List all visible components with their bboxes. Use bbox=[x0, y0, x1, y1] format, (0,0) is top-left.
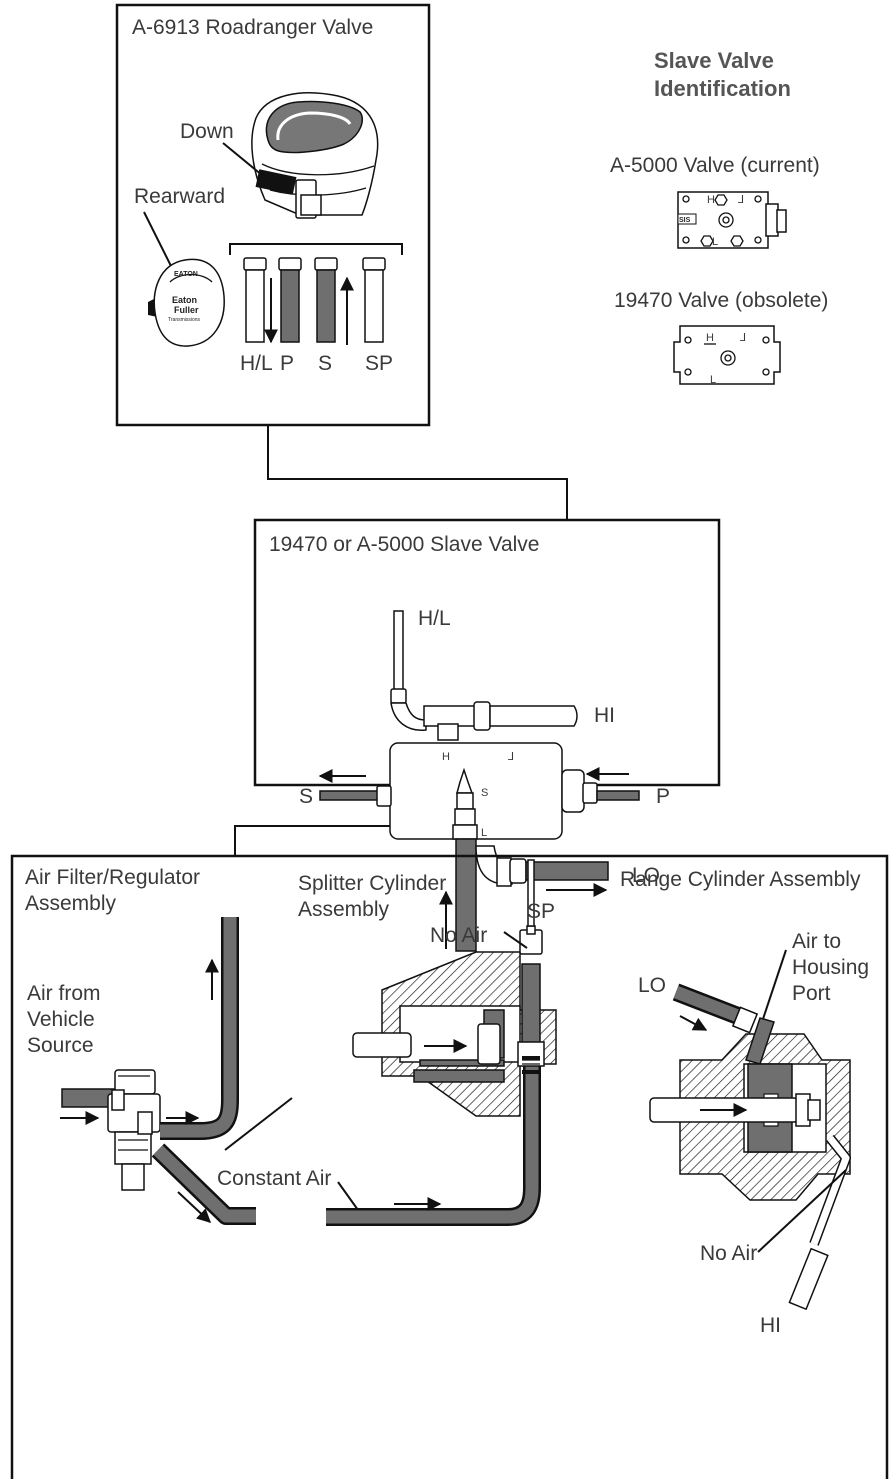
svg-text:SIS: SIS bbox=[679, 217, 691, 224]
a5000-label: A-5000 Valve (current) bbox=[610, 154, 820, 177]
p-line bbox=[597, 791, 639, 800]
air-to-line3: Port bbox=[792, 982, 831, 1005]
constant-air-label: Constant Air bbox=[217, 1167, 331, 1190]
hi-line bbox=[490, 706, 577, 726]
s-line bbox=[320, 791, 378, 800]
slave-valve-identification: Slave Valve Identification A-5000 Valve … bbox=[610, 48, 828, 386]
air-from-line3: Source bbox=[27, 1034, 94, 1057]
range-cylinder-title: Range Cylinder Assembly bbox=[620, 868, 861, 891]
lo-range-label: LO bbox=[638, 974, 666, 997]
hi-label: HI bbox=[594, 704, 615, 727]
port-label-hl: H/L bbox=[240, 352, 273, 375]
svg-text:H: H bbox=[707, 194, 715, 206]
lo-line bbox=[526, 862, 608, 880]
down-label: Down bbox=[180, 120, 234, 143]
sp-label: SP bbox=[527, 900, 555, 923]
hl-line bbox=[394, 611, 403, 691]
svg-text:Transmissions: Transmissions bbox=[168, 317, 201, 323]
svg-text:⅃: ⅃ bbox=[738, 194, 744, 206]
port-label-p: P bbox=[280, 352, 294, 375]
identification-heading-line1: Slave Valve bbox=[654, 48, 774, 73]
filter-outlet-pipe bbox=[160, 917, 230, 1131]
hl-label: H/L bbox=[418, 607, 451, 630]
svg-text:H: H bbox=[706, 332, 714, 344]
air-from-line1: Air from bbox=[27, 982, 101, 1005]
air-to-line2: Housing bbox=[792, 956, 869, 979]
splitter-title-line1: Splitter Cylinder bbox=[298, 872, 446, 895]
air-filter-title-line2: Assembly bbox=[25, 892, 117, 915]
rearward-label: Rearward bbox=[134, 185, 225, 208]
port-label-sp: SP bbox=[365, 352, 393, 375]
svg-text:⅃: ⅃ bbox=[740, 332, 746, 344]
19470-valve-icon: H L ⅃ bbox=[674, 326, 780, 386]
hi-range-label: HI bbox=[760, 1314, 781, 1337]
splitter-title-line2: Assembly bbox=[298, 898, 390, 921]
port-label-s: S bbox=[318, 352, 332, 375]
p-label: P bbox=[656, 785, 670, 808]
svg-text:L: L bbox=[712, 236, 718, 248]
identification-heading-line2: Identification bbox=[654, 76, 791, 101]
range-cylinder-icon bbox=[650, 1018, 850, 1309]
air-to-line1: Air to bbox=[792, 930, 841, 953]
port-h-label: H bbox=[442, 751, 450, 763]
shift-knob-icon bbox=[252, 93, 378, 218]
air-from-line2: Vehicle bbox=[27, 1008, 95, 1031]
no-air-splitter-label: No Air bbox=[430, 924, 487, 947]
roadranger-title: A-6913 Roadranger Valve bbox=[132, 16, 373, 39]
port-l-label: L bbox=[481, 827, 487, 839]
no-air-range-label: No Air bbox=[700, 1242, 757, 1265]
slave-valve-title: 19470 or A-5000 Slave Valve bbox=[269, 533, 539, 556]
port-s-label: S bbox=[481, 787, 488, 799]
port-tubes bbox=[244, 258, 385, 345]
port-bracket bbox=[230, 244, 402, 255]
rearward-leader bbox=[144, 212, 172, 268]
svg-text:EATON: EATON bbox=[174, 271, 198, 278]
svg-text:L: L bbox=[710, 374, 716, 386]
roadranger-valve-panel: A-6913 Roadranger Valve Down Rearward EA… bbox=[117, 5, 429, 425]
svg-text:Eaton: Eaton bbox=[172, 295, 197, 305]
eaton-fuller-knob-icon: EATON Eaton Fuller Transmissions bbox=[148, 259, 224, 346]
tee-fitting bbox=[424, 706, 476, 726]
air-filter-title-line1: Air Filter/Regulator bbox=[25, 866, 200, 889]
svg-text:Fuller: Fuller bbox=[174, 305, 199, 315]
svg-text:⅃: ⅃ bbox=[508, 751, 514, 763]
a5000-valve-icon: H L ⅃ SIS bbox=[678, 192, 786, 248]
assemblies-panel: Air Filter/Regulator Assembly Splitter C… bbox=[12, 856, 887, 1479]
s-label: S bbox=[299, 785, 313, 808]
19470-label: 19470 Valve (obsolete) bbox=[614, 289, 828, 312]
air-filter-regulator-icon bbox=[108, 1070, 160, 1190]
